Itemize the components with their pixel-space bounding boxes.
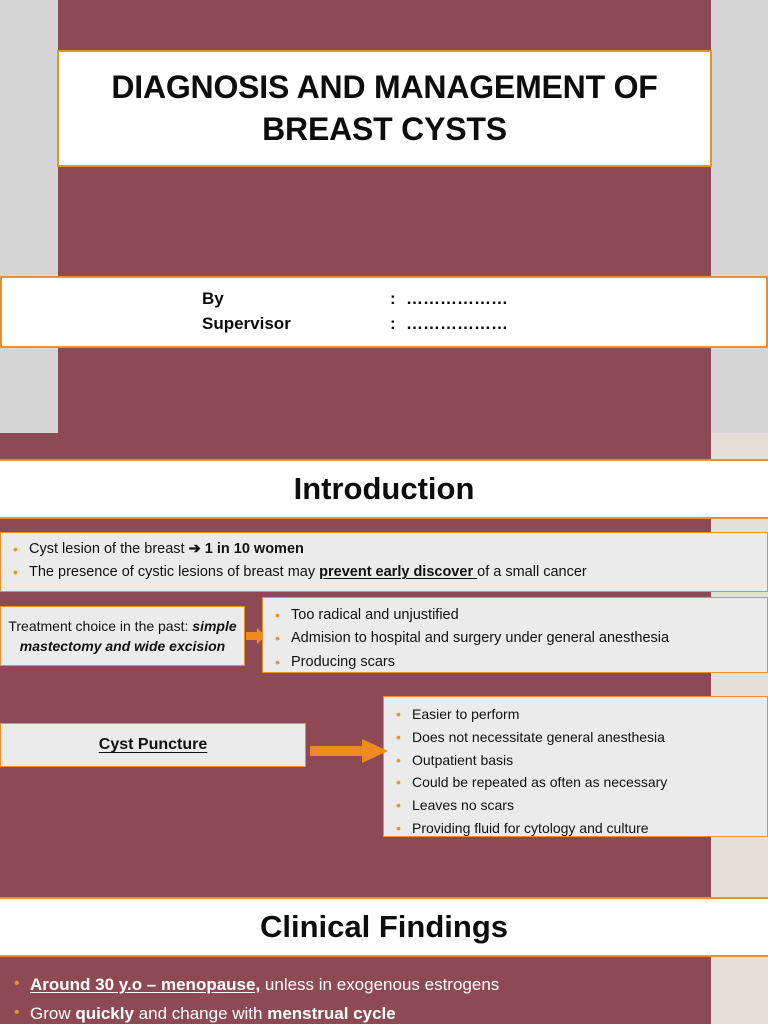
byline-colon-supervisor: : <box>390 314 396 333</box>
cyst-puncture-advantage-list: Easier to perform Does not necessitate g… <box>390 703 761 840</box>
introduction-bullets-panel: Cyst lesion of the breast ➔ 1 in 10 wome… <box>0 532 768 592</box>
slide3-title-box: Clinical Findings <box>0 897 768 957</box>
slide3-heading: Clinical Findings <box>259 909 508 944</box>
clinical-findings-list: Around 30 y.o – menopause, unless in exo… <box>0 970 711 1024</box>
text-run: unless in exogenous estrogens <box>260 975 500 994</box>
list-item: Providing fluid for cytology and culture <box>390 817 761 840</box>
text-run: and change with <box>133 1004 268 1024</box>
presentation-title: DIAGNOSIS AND MANAGEMENT OF BREAST CYSTS <box>111 68 658 147</box>
clinical-findings-body: Around 30 y.o – menopause, unless in exo… <box>0 970 711 1024</box>
slide-clinical-findings: Clinical Findings Around 30 y.o – menopa… <box>0 890 768 1024</box>
list-item: Grow quickly and change with menstrual c… <box>0 999 711 1024</box>
list-item: Producing scars <box>269 651 761 674</box>
list-item: Around 30 y.o – menopause, unless in exo… <box>0 970 711 999</box>
list-item: Could be repeated as often as necessary <box>390 771 761 794</box>
byline-row-by: By : ……………… <box>202 287 508 312</box>
text-run: The presence of cystic lesions of breast… <box>29 564 320 581</box>
past-treatment-box: Treatment choice in the past: simple mas… <box>0 606 245 666</box>
slide-title: DIAGNOSIS AND MANAGEMENT OF BREAST CYSTS… <box>0 0 768 433</box>
byline-row-supervisor: Supervisor : ……………… <box>202 312 508 337</box>
text-run: menstrual cycle <box>267 1004 396 1024</box>
slide1-title-box: DIAGNOSIS AND MANAGEMENT OF BREAST CYSTS <box>57 50 712 167</box>
list-item: The presence of cystic lesions of breast… <box>7 561 761 584</box>
list-item: Too radical and unjustified <box>269 604 761 627</box>
byline-label-supervisor: Supervisor <box>202 314 291 333</box>
past-treatment-lead: Treatment choice in the past: <box>8 617 193 634</box>
cyst-puncture-advantages-panel: Easier to perform Does not necessitate g… <box>383 696 768 840</box>
slide1-byline-box: By : ……………… Supervisor : ……………… <box>0 276 768 348</box>
text-run: Grow <box>30 1004 76 1024</box>
text-run: Around 30 y.o – menopause, <box>30 975 261 994</box>
past-treatment-consequence-list: Too radical and unjustified Admision to … <box>269 604 761 674</box>
text-run: Cyst lesion of the breast <box>29 541 189 557</box>
past-treatment-consequences-panel: Too radical and unjustified Admision to … <box>262 597 768 674</box>
byline-label-by: By <box>202 289 224 309</box>
slide2-title-box: Introduction <box>0 459 768 519</box>
slide2-heading: Introduction <box>293 471 475 506</box>
past-treatment-text: Treatment choice in the past: simple mas… <box>7 616 238 657</box>
list-item: Cyst lesion of the breast ➔ 1 in 10 wome… <box>7 538 761 561</box>
text-run: prevent early discover <box>319 564 478 581</box>
past-treatment-emphasis: simple mastectomy and wide excision <box>19 617 237 654</box>
cyst-puncture-box: Cyst Puncture <box>0 723 306 767</box>
list-item: Admision to hospital and surgery under g… <box>269 627 761 650</box>
text-run: of a small cancer <box>477 564 587 581</box>
byline-value-by: ……………… <box>406 289 508 309</box>
cyst-puncture-label: Cyst Puncture <box>98 736 208 753</box>
right-arrow-icon <box>310 738 388 764</box>
introduction-bullet-list: Cyst lesion of the breast ➔ 1 in 10 wome… <box>7 538 761 585</box>
list-item: Leaves no scars <box>390 794 761 817</box>
list-item: Outpatient basis <box>390 749 761 772</box>
text-run: quickly <box>75 1004 134 1024</box>
byline-colon-by: : <box>390 289 396 309</box>
text-run: ➔ 1 in 10 women <box>188 541 304 557</box>
right-arrow-icon <box>245 625 267 647</box>
list-item: Easier to perform <box>390 703 761 726</box>
byline-grid: By : ……………… Supervisor : ……………… <box>202 287 508 336</box>
byline-value-supervisor: ……………… <box>406 314 508 333</box>
list-item: Does not necessitate general anesthesia <box>390 726 761 749</box>
slide-introduction: Introduction Cyst lesion of the breast ➔… <box>0 433 768 890</box>
